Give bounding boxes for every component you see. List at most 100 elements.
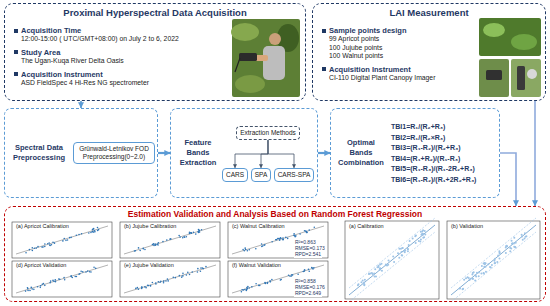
scatter-point	[483, 266, 485, 268]
scatter-point	[293, 233, 295, 235]
scatter-point	[412, 237, 414, 239]
scatter-plot	[120, 261, 220, 297]
scatter-points	[16, 218, 536, 302]
scatter-point	[408, 244, 410, 246]
stage-box: Spectral Data PreprocessingGrünwald-Letn…	[4, 108, 158, 198]
scatter-point	[494, 258, 496, 260]
scatter-point	[39, 287, 41, 289]
scatter-point	[282, 239, 284, 241]
method-box: CARS	[222, 168, 248, 182]
acquisition-panel: Acquisition Time12:00-15:00 ( UTC/GMT+08…	[4, 3, 306, 101]
scatter-point	[280, 279, 282, 281]
flow-arrow	[318, 152, 330, 154]
scatter-point	[308, 271, 310, 273]
scatter-point	[169, 238, 171, 240]
scatter-point	[398, 248, 400, 250]
scatter-point	[392, 255, 394, 257]
scatter-point	[402, 247, 404, 249]
scatter-point	[78, 234, 80, 236]
confidence-line	[451, 232, 536, 302]
text-column: Acquisition Time12:00-15:00 ( UTC/GMT+08…	[13, 22, 228, 88]
scatter-point	[393, 261, 395, 263]
plot-statistic: RPD=2.541	[294, 252, 322, 258]
scatter-point	[512, 242, 514, 244]
scatter-point	[404, 251, 406, 253]
scatter-point	[144, 286, 146, 288]
scatter-point	[49, 244, 51, 246]
scatter-point	[505, 252, 507, 254]
scatter-point	[491, 264, 493, 266]
scatter-point	[478, 275, 480, 277]
scatter-point	[165, 280, 167, 282]
scatter-point	[93, 228, 95, 230]
scatter-point	[199, 231, 201, 233]
scatter-point	[79, 273, 81, 275]
scatter-point	[271, 279, 273, 281]
scatter-point	[179, 236, 181, 238]
scatter-point	[37, 246, 39, 248]
scatter-point	[139, 250, 141, 252]
item-heading: Study Area	[13, 48, 228, 57]
scatter-point	[397, 252, 399, 254]
device-photo	[511, 59, 541, 97]
scatter-point	[138, 288, 140, 290]
scatter-point	[374, 268, 376, 270]
scatter-point	[401, 254, 403, 256]
scatter-point	[255, 248, 257, 250]
flow-arrow	[80, 101, 82, 108]
scatter-point	[313, 226, 315, 228]
scatter-point	[368, 273, 370, 275]
flow-arrow	[268, 140, 294, 168]
photo-instrument	[517, 66, 525, 90]
scatter-point	[311, 267, 313, 269]
scatter-point	[459, 287, 461, 289]
scatter-point	[182, 273, 184, 275]
scatter-point	[62, 240, 64, 242]
scatter-point	[302, 271, 304, 273]
scatter-point	[47, 243, 49, 245]
stage-box: TBI1=R₁/(R₂+R₃)TBI2=R₁/(R₂×R₃)TBI3=(R₁-R…	[330, 108, 500, 198]
scatter-point	[261, 243, 263, 245]
scatter-point	[247, 288, 249, 290]
scatter-point	[202, 268, 204, 270]
plot-statistic: R²=0.863	[294, 240, 317, 246]
scatter-point	[485, 271, 487, 273]
scatter-point	[380, 263, 382, 265]
scatter-point	[160, 281, 162, 283]
scatter-point	[414, 235, 416, 237]
scatter-point	[186, 236, 188, 238]
scatter-point	[358, 283, 360, 285]
scatter-point	[195, 233, 197, 235]
stage-title: Spectral Data Preprocessing	[9, 143, 69, 163]
photo-foliage	[511, 34, 537, 50]
flow-arrow	[158, 152, 170, 154]
scatter-point	[280, 279, 282, 281]
scatter-point	[484, 263, 486, 265]
scatter-point	[267, 283, 269, 285]
scatter-point	[29, 249, 31, 251]
scatter-point	[162, 241, 164, 243]
scatter-point	[82, 271, 84, 273]
method-box: Extraction Methods	[236, 126, 300, 140]
scatter-point	[401, 251, 403, 253]
plot-statistic: RPD=2.649	[294, 291, 322, 297]
item-text: CI-110 Digital Plant Canopy Imager	[321, 74, 476, 82]
scatter-point	[472, 278, 474, 280]
photo-person	[263, 46, 285, 80]
plot-statistic: R²=0.858	[294, 279, 317, 285]
scatter-point	[69, 237, 71, 239]
scatter-point	[157, 244, 159, 246]
scatter-point	[263, 244, 265, 246]
scatter-point	[514, 246, 516, 248]
text-column: Sample points design99 Apricot points100…	[321, 22, 476, 83]
photo-instrument	[527, 69, 537, 79]
scatter-point	[157, 243, 159, 245]
scatter-point	[163, 280, 165, 282]
scatter-point	[94, 230, 96, 232]
photo-instrument	[486, 70, 502, 80]
scatter-point	[251, 286, 253, 288]
item-text: ASD FieldSpec 4 Hi-Res NG spectrometer	[13, 79, 228, 87]
plot-title: (b) Validation	[450, 223, 484, 229]
scatter-point	[264, 282, 266, 284]
scatter-point	[138, 247, 140, 249]
